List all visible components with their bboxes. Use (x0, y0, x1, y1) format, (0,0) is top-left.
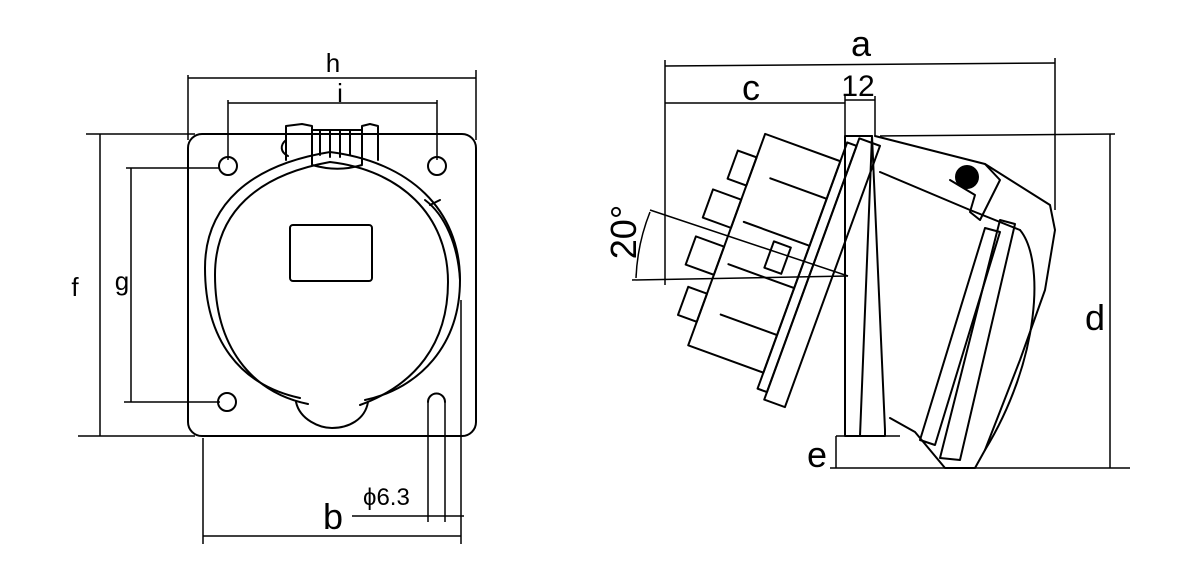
socket-lid (204, 123, 461, 429)
angle-20: 20° (603, 205, 849, 281)
label-b: b (323, 496, 343, 537)
front-view: h i f g b (71, 48, 477, 544)
dimension-i: i (227, 78, 438, 160)
lid-body (874, 135, 1056, 469)
label-e: e (807, 434, 827, 475)
dimension-e: e (807, 434, 960, 475)
hinge-pivot (955, 165, 979, 189)
label-g: g (115, 266, 129, 296)
label-d: d (1085, 297, 1105, 338)
mounting-plate (187, 133, 477, 437)
dimension-a: a (664, 23, 1056, 285)
mounting-hole-top-left (218, 156, 238, 176)
label-f: f (71, 272, 79, 302)
dimension-hole: ϕ6.3 (352, 402, 464, 522)
label-12: 12 (841, 70, 874, 103)
dimension-f: f (71, 133, 195, 437)
label-h: h (326, 48, 340, 78)
dimension-d: d (879, 133, 1130, 469)
angled-body (676, 132, 881, 409)
mounting-flange (844, 135, 886, 437)
dimension-c: c 12 (665, 67, 876, 138)
dimension-h: h (187, 48, 477, 140)
label-a: a (851, 23, 872, 64)
mounting-hole-top-right (427, 156, 447, 176)
mounting-hole-bottom-right (427, 392, 446, 403)
dimension-b: b (202, 300, 462, 544)
side-view: a c 12 d e 20° (603, 23, 1130, 475)
mounting-hole-bottom-left (217, 392, 237, 412)
label-hole: ϕ6.3 (363, 484, 410, 511)
label-i: i (337, 78, 343, 108)
label-angle: 20° (603, 205, 644, 259)
lid-window (289, 224, 373, 282)
dimension-g: g (115, 167, 220, 403)
label-c: c (742, 67, 760, 108)
